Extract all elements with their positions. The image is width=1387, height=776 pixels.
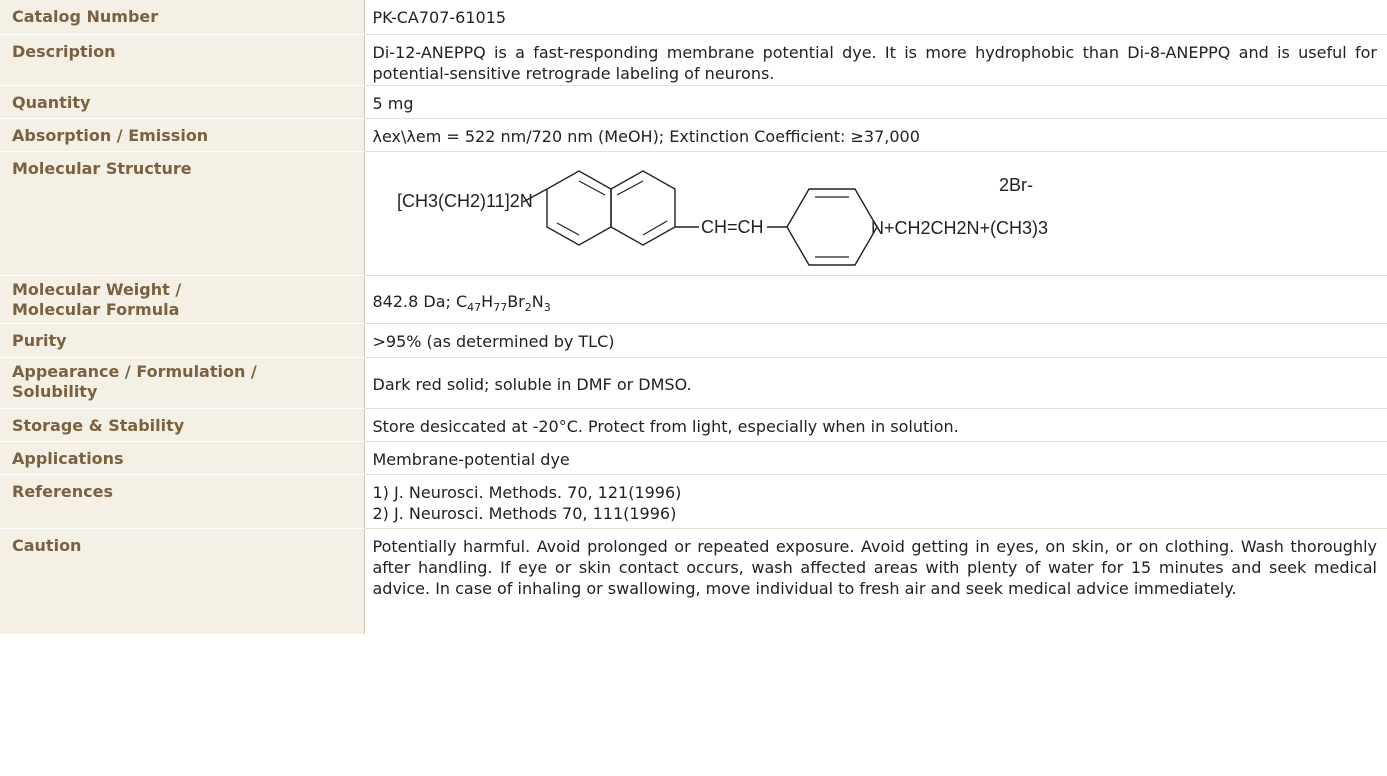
row-value: 842.8 Da; C47H77Br2N3	[363, 275, 1387, 324]
row-value: Di-12-ANEPPQ is a fast-responding membra…	[363, 34, 1387, 86]
structure-cell: [CH3(CH2)11]2N CH=CH N+CH2CH2N+(CH3)3 2B…	[363, 151, 1387, 276]
product-spec-table: Catalog Number PK-CA707-61015 Descriptio…	[0, 0, 1387, 634]
row-references: References 1) J. Neurosci. Methods. 70, …	[0, 474, 1387, 529]
row-value: 1) J. Neurosci. Methods. 70, 121(1996) 2…	[363, 474, 1387, 529]
row-molecular-structure: Molecular Structure [CH3(CH2)11]2N CH=CH…	[0, 151, 1387, 276]
row-value: PK-CA707-61015	[363, 0, 1387, 35]
row-label: Storage & Stability	[0, 408, 364, 442]
row-label: Caution	[0, 528, 364, 634]
row-label: Molecular Weight / Molecular Formula	[0, 275, 364, 324]
row-value: Membrane-potential dye	[363, 441, 1387, 475]
row-label: Description	[0, 34, 364, 86]
row-catalog-number: Catalog Number PK-CA707-61015	[0, 0, 1387, 35]
structure-linker: CH=CH	[701, 217, 764, 237]
reference-1: 1) J. Neurosci. Methods. 70, 121(1996)	[372, 482, 682, 502]
formula-value: 842.8 Da; C47H77Br2N3	[372, 291, 551, 314]
row-molecular-weight: Molecular Weight / Molecular Formula 842…	[0, 275, 1387, 324]
row-label: Quantity	[0, 85, 364, 119]
row-label: Purity	[0, 323, 364, 358]
row-value: λex\λem = 522 nm/720 nm (MeOH); Extincti…	[363, 118, 1387, 152]
row-label-line1: Appearance / Formulation /	[12, 361, 257, 381]
row-value: 5 mg	[363, 85, 1387, 119]
row-label-line2: Solubility	[12, 381, 98, 401]
structure-right-group: N+CH2CH2N+(CH3)3	[871, 218, 1048, 238]
row-label: References	[0, 474, 364, 529]
row-description: Description Di-12-ANEPPQ is a fast-respo…	[0, 34, 1387, 86]
row-appearance: Appearance / Formulation / Solubility Da…	[0, 357, 1387, 409]
row-absorption-emission: Absorption / Emission λex\λem = 522 nm/7…	[0, 118, 1387, 152]
row-label: Applications	[0, 441, 364, 475]
row-value: >95% (as determined by TLC)	[363, 323, 1387, 358]
row-label: Absorption / Emission	[0, 118, 364, 152]
molecular-structure-image: [CH3(CH2)11]2N CH=CH N+CH2CH2N+(CH3)3 2B…	[397, 169, 1048, 266]
row-purity: Purity >95% (as determined by TLC)	[0, 323, 1387, 358]
row-label-line1: Molecular Weight /	[12, 279, 182, 299]
row-label: Appearance / Formulation / Solubility	[0, 357, 364, 409]
row-quantity: Quantity 5 mg	[0, 85, 1387, 119]
row-label: Molecular Structure	[0, 151, 364, 276]
row-label: Catalog Number	[0, 0, 364, 35]
row-applications: Applications Membrane-potential dye	[0, 441, 1387, 475]
structure-counter-ion: 2Br-	[999, 175, 1033, 195]
structure-left-group: [CH3(CH2)11]2N	[397, 191, 533, 211]
row-value: Dark red solid; soluble in DMF or DMSO.	[363, 357, 1387, 409]
row-storage: Storage & Stability Store desiccated at …	[0, 408, 1387, 442]
reference-2: 2) J. Neurosci. Methods 70, 111(1996)	[372, 503, 677, 523]
row-value: Store desiccated at -20°C. Protect from …	[363, 408, 1387, 442]
row-label-line2: Molecular Formula	[12, 299, 180, 319]
row-caution: Caution Potentially harmful. Avoid prolo…	[0, 528, 1387, 634]
row-value: Potentially harmful. Avoid prolonged or …	[363, 528, 1387, 634]
